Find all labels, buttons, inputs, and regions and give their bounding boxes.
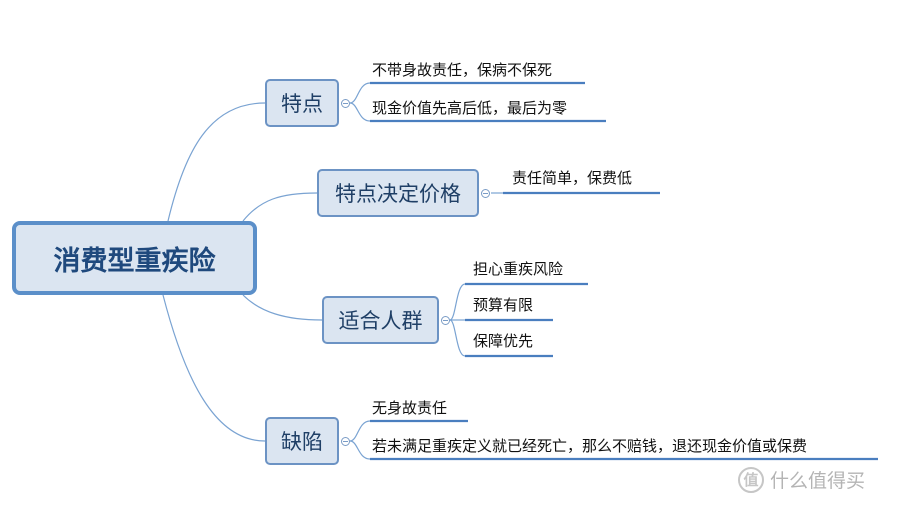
leaf-topic[interactable]: 若未满足重疾定义就已经死亡，那么不赔钱，退还现金价值或保费 — [372, 437, 808, 455]
leaf-topic[interactable]: 预算有限 — [473, 296, 534, 314]
link-root-to-branch-4 — [162, 294, 266, 442]
leaf-topic[interactable]: 无身故责任 — [372, 399, 448, 417]
link-branch-3-leaf-3 — [449, 319, 466, 357]
collapse-toggle-icon[interactable] — [341, 437, 350, 446]
branch-topic-features[interactable]: 特点 — [265, 79, 339, 127]
watermark-text: 什么值得买 — [770, 470, 866, 492]
link-root-to-branch-1 — [167, 102, 266, 222]
branch-topic-pricing[interactable]: 特点决定价格 — [317, 169, 479, 217]
branch-topic-target-audience[interactable]: 适合人群 — [322, 296, 439, 344]
link-root-to-branch-2 — [242, 192, 318, 222]
leaf-topic[interactable]: 责任简单，保费低 — [512, 169, 633, 187]
leaf-topic[interactable]: 不带身故责任，保病不保死 — [372, 61, 553, 79]
link-branch-4-leaf-2 — [349, 440, 371, 460]
link-branch-4-leaf-1 — [349, 420, 371, 442]
root-topic[interactable]: 消费型重疾险 — [12, 221, 257, 295]
leaf-topic[interactable]: 担心重疾风险 — [473, 260, 564, 278]
leaf-topic[interactable]: 现金价值先高后低，最后为零 — [372, 99, 568, 117]
link-branch-3-leaf-1 — [449, 283, 466, 321]
link-root-to-branch-3 — [242, 294, 323, 321]
watermark-logo-icon: 值 — [738, 466, 764, 493]
link-branch-1-leaf-1 — [349, 82, 585, 104]
watermark: 值 什么值得买 — [738, 466, 865, 493]
collapse-toggle-icon[interactable] — [481, 189, 490, 198]
link-branch-1-leaf-2 — [349, 102, 606, 122]
collapse-toggle-icon[interactable] — [341, 99, 350, 108]
collapse-toggle-icon[interactable] — [441, 316, 450, 325]
leaf-topic[interactable]: 保障优先 — [473, 332, 534, 350]
branch-topic-drawbacks[interactable]: 缺陷 — [265, 417, 339, 465]
